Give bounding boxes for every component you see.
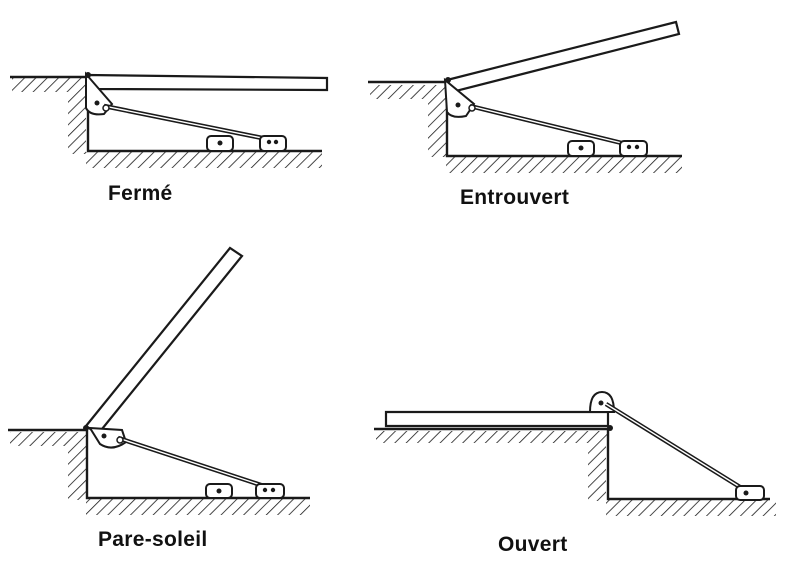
label-ferme: Fermé — [108, 182, 173, 205]
label-ouvert: Ouvert — [498, 533, 568, 556]
panel-ferme — [10, 71, 329, 168]
panel-entrouvert — [368, 20, 682, 173]
floor-mount — [735, 485, 765, 501]
floor-mount-right — [259, 135, 287, 152]
label-pare-soleil: Pare-soleil — [98, 528, 208, 551]
hinge-pivot — [85, 72, 91, 78]
lid-open — [384, 410, 610, 428]
panel-ouvert — [374, 390, 776, 516]
pit-outline — [374, 427, 770, 501]
floor-hatch — [86, 152, 322, 168]
panel-pare-soleil — [8, 246, 310, 515]
wall-hatch — [68, 92, 86, 154]
hinge-bracket — [443, 77, 476, 118]
label-entrouvert: Entrouvert — [460, 186, 570, 209]
pit-outline — [368, 80, 682, 158]
pit-outline — [10, 75, 322, 153]
lid-ajar — [445, 20, 681, 94]
ground-hatch — [12, 78, 88, 92]
hinge-pin — [94, 100, 100, 106]
lid-closed — [86, 73, 329, 92]
pit-outline — [8, 428, 310, 500]
lid-raised — [84, 246, 244, 436]
